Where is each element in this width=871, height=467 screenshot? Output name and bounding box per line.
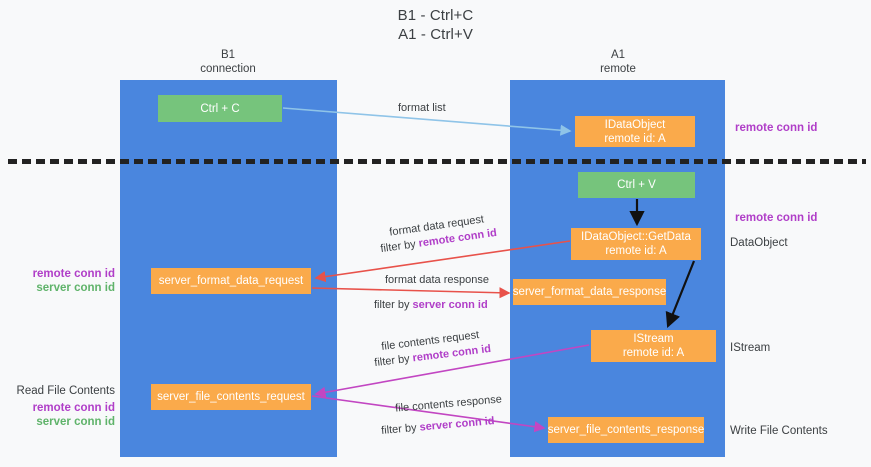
node-istream-label: IStream [633,333,674,345]
side-label-remote-conn-id-top-text: remote conn id [735,122,818,134]
side-label-remote-conn-id-top: remote conn id [735,121,817,135]
edge-label-file-contents-response-filter: filter by server conn id [381,414,496,438]
node-ctrl-v[interactable]: Ctrl + V [578,172,695,198]
side-label-remote-conn-id-mid: remote conn id [735,211,817,225]
lane-header-b1-name: B1 [220,49,236,61]
side-label-dataobject: DataObject [730,237,788,249]
node-idataobject-getdata[interactable]: IDataObject::GetData remote id: A [571,228,701,260]
node-server-file-contents-response-label: server_file_contents_response [547,424,705,436]
side-label-conn-ids-middle: remote conn id server conn id [0,267,115,295]
edge-label-format-data-response: format data response [385,274,489,286]
filter-value-server-conn-id: server conn id [419,415,496,434]
node-istream[interactable]: IStream remote id: A [591,330,716,362]
node-idataobject[interactable]: IDataObject remote id: A [575,116,695,147]
side-label-write-file-contents: Write File Contents [730,425,828,437]
node-idataobject-remote-id: remote id: A [604,132,666,145]
node-server-file-contents-response[interactable]: server_file_contents_response [548,417,704,443]
side-label-read-file-contents: Read File Contents [16,385,115,397]
side-label-server-conn-id-left: server conn id [36,282,115,294]
node-ctrl-c-label: Ctrl + C [200,102,240,115]
side-label-istream: IStream [730,342,771,354]
node-ctrl-v-label: Ctrl + V [617,179,656,191]
node-server-format-data-response[interactable]: server_format_data_response [513,279,666,305]
side-label-remote-conn-id-left-2: remote conn id [32,402,115,414]
lane-header-a1: A1 remote [508,48,728,76]
section-divider [8,159,866,164]
lane-header-a1-name: A1 [610,49,626,61]
node-ctrl-c[interactable]: Ctrl + C [158,95,282,122]
side-label-server-conn-id-left-2: server conn id [36,416,115,428]
edge-label-format-list: format list [398,102,446,114]
node-server-format-data-response-label: server_format_data_response [512,286,667,298]
diagram-title-line-1: B1 - Ctrl+C [397,7,474,24]
side-label-conn-ids-bottom: remote conn id server conn id [0,401,115,429]
filter-prefix: filter by [374,299,413,311]
node-getdata-label: IDataObject::GetData [581,231,691,243]
lane-header-b1: B1 connection [118,48,338,76]
filter-prefix: filter by [373,352,414,370]
node-server-format-data-request[interactable]: server_format_data_request [151,268,311,294]
filter-value-server-conn-id: server conn id [412,299,488,311]
node-server-file-contents-request-label: server_file_contents_request [157,391,305,403]
node-server-file-contents-request[interactable]: server_file_contents_request [151,384,311,410]
lane-header-b1-subtitle: connection [200,63,256,75]
arrow-format-data-response [311,287,511,299]
filter-prefix: filter by [379,237,420,256]
side-label-remote-conn-id-mid-text: remote conn id [735,212,818,224]
edge-label-format-data-response-filter: filter by server conn id [374,298,488,312]
node-server-format-data-request-label: server_format_data_request [158,275,304,287]
lane-header-a1-subtitle: remote [600,63,636,75]
node-getdata-remote-id: remote id: A [605,245,667,257]
side-label-remote-conn-id-left: remote conn id [32,268,115,280]
filter-prefix: filter by [380,421,421,437]
node-istream-remote-id: remote id: A [622,347,685,359]
edge-label-file-contents-response: file contents response [394,393,503,415]
node-idataobject-label: IDataObject [604,118,666,131]
diagram-title-line-2: A1 - Ctrl+V [398,26,473,43]
